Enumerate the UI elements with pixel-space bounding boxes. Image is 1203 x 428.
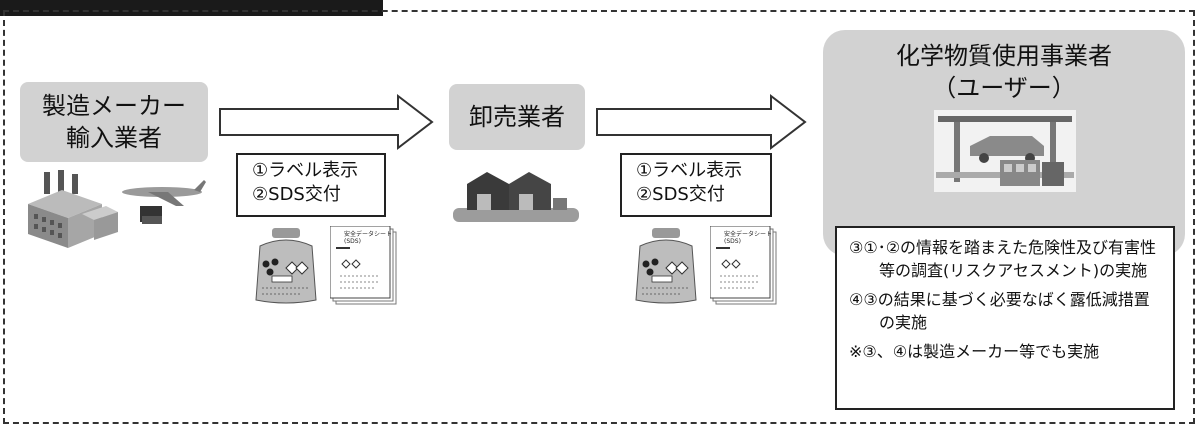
user-actions-box: ③①･②の情報を踏まえた危険性及び有害性等の調査(リスクアセスメント)の実施 ④…: [835, 226, 1175, 410]
actor-maker-line1: 製造メーカー: [42, 92, 186, 120]
actor-user-line2: （ユーザー）: [932, 74, 1076, 102]
warehouse-icon: [453, 172, 579, 222]
actor-wholesaler-label: 卸売業者: [469, 103, 565, 131]
transfer2-label-line: ①ラベル表示: [636, 160, 743, 181]
svg-text:安全データシート: 安全データシート: [724, 230, 772, 238]
action-note: ※③、④は製造メーカー等でも実施: [849, 342, 1100, 361]
svg-text:安全データシート: 安全データシート: [344, 230, 392, 238]
chemical-bottle-icon: [255, 228, 317, 304]
safety-data-sheet-icon: 安全データシート (SDS): [710, 226, 777, 305]
chemical-bottle-icon: [635, 228, 697, 304]
actor-user-line1: 化学物質使用事業者: [896, 42, 1112, 70]
svg-text:(SDS): (SDS): [724, 238, 741, 245]
transfer-label-box-1: ①ラベル表示 ②SDS交付: [236, 153, 386, 217]
transfer-label-box-2: ①ラベル表示 ②SDS交付: [620, 153, 772, 217]
action-exposure-reduction: ④③の結果に基づく必要なばく露低減措置の実施: [849, 290, 1150, 332]
actor-wholesaler: 卸売業者: [449, 84, 585, 150]
section-header-tab: [0, 0, 383, 16]
svg-text:(SDS): (SDS): [344, 238, 361, 245]
diagram-frame: [3, 10, 1195, 424]
transfer1-sds-line: ②SDS交付: [252, 184, 341, 205]
transfer1-label-line: ①ラベル表示: [252, 160, 359, 181]
transfer2-sds-line: ②SDS交付: [636, 184, 725, 205]
flow-arrow-1: [219, 93, 434, 151]
airplane-icon: [122, 180, 206, 224]
safety-data-sheet-icon: 安全データシート (SDS): [330, 226, 397, 305]
action-risk-assessment: ③①･②の情報を踏まえた危険性及び有害性等の調査(リスクアセスメント)の実施: [849, 238, 1157, 280]
factory-icon: [28, 170, 118, 248]
actor-maker-line2: 輸入業者: [66, 124, 162, 152]
actor-user-title: 化学物質使用事業者 （ユーザー）: [823, 40, 1185, 104]
actor-manufacturer-importer: 製造メーカー 輸入業者: [20, 82, 208, 162]
factory-robot-line-icon: [934, 110, 1076, 192]
flow-arrow-2: [596, 93, 807, 151]
